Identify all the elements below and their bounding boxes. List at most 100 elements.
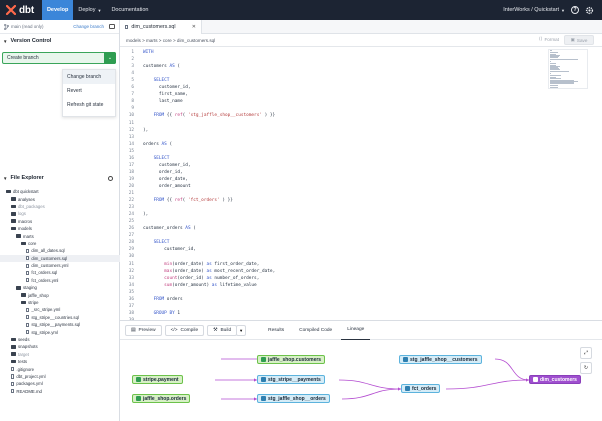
- code-line[interactable]: 9: [120, 105, 540, 112]
- lineage-node-stripe-payment[interactable]: stripe.payment: [132, 375, 183, 384]
- build-button[interactable]: ⚒ Build: [207, 324, 238, 336]
- preview-button[interactable]: ▤ Preview: [125, 324, 162, 336]
- code-line[interactable]: 13: [120, 134, 540, 141]
- menu-item-refresh-git-state[interactable]: Refresh git state: [67, 102, 104, 108]
- tree-file[interactable]: stg_stripe__payments.sql: [0, 321, 120, 328]
- code-line[interactable]: 17 customer_id,: [120, 162, 540, 169]
- tree-folder[interactable]: tests: [0, 358, 120, 365]
- tree-folder[interactable]: macros: [0, 218, 120, 225]
- tree-file[interactable]: dim_customers.sql: [0, 254, 120, 262]
- code-minimap[interactable]: [548, 49, 588, 89]
- code-line[interactable]: 30: [120, 253, 540, 260]
- tree-file[interactable]: README.md: [0, 388, 120, 395]
- menu-item-revert[interactable]: Revert: [67, 88, 82, 94]
- tree-folder[interactable]: dbt quickstart: [0, 188, 120, 195]
- tree-file[interactable]: _src_stripe.yml: [0, 306, 120, 313]
- create-branch-button[interactable]: Create branch ⌄: [2, 52, 116, 64]
- tree-folder[interactable]: target: [0, 351, 120, 358]
- code-line[interactable]: 31 min(order_date) as first_order_date,: [120, 261, 540, 268]
- code-line[interactable]: 38 GROUP BY 1: [120, 310, 540, 317]
- tree-file[interactable]: dbt_project.yml: [0, 373, 120, 380]
- editor-tab[interactable]: dim_customers.sql ✕: [120, 20, 202, 34]
- file-explorer-header[interactable]: ▼ File Explorer: [0, 172, 120, 184]
- code-line[interactable]: 28 SELECT: [120, 239, 540, 246]
- code-line[interactable]: 19 order_date,: [120, 176, 540, 183]
- menu-item-change-branch[interactable]: Change branch: [63, 70, 115, 84]
- lineage-node-fct-orders[interactable]: fct_orders: [401, 384, 441, 393]
- refresh-icon[interactable]: ↻: [580, 362, 592, 374]
- fullscreen-icon[interactable]: ⤢: [580, 347, 592, 359]
- code-line[interactable]: 8 last_name: [120, 98, 540, 105]
- tree-file[interactable]: fct_orders.yml: [0, 277, 120, 284]
- book-icon[interactable]: [109, 24, 115, 29]
- code-line[interactable]: 15: [120, 148, 540, 155]
- lineage-node-stg-jaffle-shop-customers[interactable]: stg_jaffle_shop__customers: [399, 355, 482, 364]
- lineage-node-jaffle-shop-orders[interactable]: jaffle_shop.orders: [132, 394, 191, 403]
- tree-folder[interactable]: core: [0, 240, 120, 247]
- code-line[interactable]: 7 first_name,: [120, 91, 540, 98]
- lineage-node-stg-stripe-payments[interactable]: stg_stripe__payments: [257, 375, 325, 384]
- code-line[interactable]: 2: [120, 56, 540, 63]
- tree-file[interactable]: stg_stripe.yml: [0, 328, 120, 335]
- tree-file[interactable]: fct_orders.sql: [0, 269, 120, 276]
- close-icon[interactable]: ✕: [191, 24, 196, 30]
- tree-folder[interactable]: analyses: [0, 195, 120, 202]
- code-line[interactable]: 32 max(order_date) as most_recent_order_…: [120, 268, 540, 275]
- code-line[interactable]: 10 FROM {{ ref( 'stg_jaffle_shop__custom…: [120, 112, 540, 119]
- code-line[interactable]: 35: [120, 289, 540, 296]
- code-line[interactable]: 4: [120, 70, 540, 77]
- nav-develop[interactable]: Develop: [41, 0, 74, 20]
- tree-folder[interactable]: logs: [0, 210, 120, 217]
- code-line[interactable]: 36 FROM orders: [120, 296, 540, 303]
- create-branch-dropdown-toggle[interactable]: ⌄: [104, 52, 116, 64]
- code-line[interactable]: 29 customer_id,: [120, 246, 540, 253]
- change-branch-link[interactable]: Change branch: [73, 24, 104, 29]
- code-line[interactable]: 23: [120, 204, 540, 211]
- tree-file[interactable]: .gitignore: [0, 365, 120, 372]
- tree-folder[interactable]: jaffle_shop: [0, 291, 120, 298]
- tree-folder[interactable]: dbt_packages: [0, 203, 120, 210]
- code-line[interactable]: 21: [120, 190, 540, 197]
- settings-gear-icon[interactable]: [585, 6, 594, 15]
- code-line[interactable]: 11: [120, 120, 540, 127]
- tree-file[interactable]: stg_stripe__countries.sql: [0, 314, 120, 321]
- code-line[interactable]: 27: [120, 232, 540, 239]
- project-selector[interactable]: InterWorks / Quickstart ▼: [503, 0, 565, 20]
- lineage-node-stg-jaffle-shop-orders[interactable]: stg_jaffle_shop__orders: [257, 394, 330, 403]
- search-icon[interactable]: [108, 175, 113, 181]
- code-line[interactable]: 22 FROM {{ ref( 'fct_orders' ) }}: [120, 197, 540, 204]
- code-line[interactable]: 33 count(order_id) as number_of_orders,: [120, 275, 540, 282]
- code-line[interactable]: 24),: [120, 211, 540, 218]
- save-button[interactable]: ▣ Save: [564, 35, 594, 45]
- tree-folder[interactable]: seeds: [0, 336, 120, 343]
- code-line[interactable]: 34 sum(order_amount) as lifetime_value: [120, 282, 540, 289]
- tree-file[interactable]: dim_all_dates.sql: [0, 247, 120, 254]
- code-line[interactable]: 16 SELECT: [120, 155, 540, 162]
- code-line[interactable]: 18 order_id,: [120, 169, 540, 176]
- help-icon[interactable]: ?: [571, 6, 579, 14]
- nav-deploy[interactable]: Deploy ▼: [73, 0, 106, 20]
- tree-folder[interactable]: marts: [0, 232, 120, 239]
- format-button[interactable]: ⟨⟩ Format: [539, 36, 559, 42]
- tree-folder[interactable]: stripe: [0, 299, 120, 306]
- tree-file[interactable]: packages.yml: [0, 380, 120, 387]
- build-dropdown-toggle[interactable]: ▼: [236, 324, 247, 336]
- compile-button[interactable]: </> Compile: [164, 324, 205, 336]
- nav-documentation[interactable]: Documentation: [111, 7, 149, 13]
- code-line[interactable]: 5 SELECT: [120, 77, 540, 84]
- code-line[interactable]: 20 order_amount: [120, 183, 540, 190]
- tree-file[interactable]: dim_customers.yml: [0, 262, 120, 269]
- tree-folder[interactable]: snapshots: [0, 343, 120, 350]
- code-line[interactable]: 6 customer_id,: [120, 84, 540, 91]
- lineage-node-dim-customers[interactable]: dim_customers: [529, 375, 581, 384]
- tree-folder[interactable]: staging: [0, 284, 120, 291]
- code-line[interactable]: 37: [120, 303, 540, 310]
- tab-lineage[interactable]: Lineage: [341, 320, 371, 340]
- tab-compiled-code[interactable]: Compiled Code: [299, 327, 333, 333]
- lineage-node-jaffle-shop-customers[interactable]: jaffle_shop.customers: [257, 355, 326, 364]
- code-line[interactable]: 12),: [120, 127, 540, 134]
